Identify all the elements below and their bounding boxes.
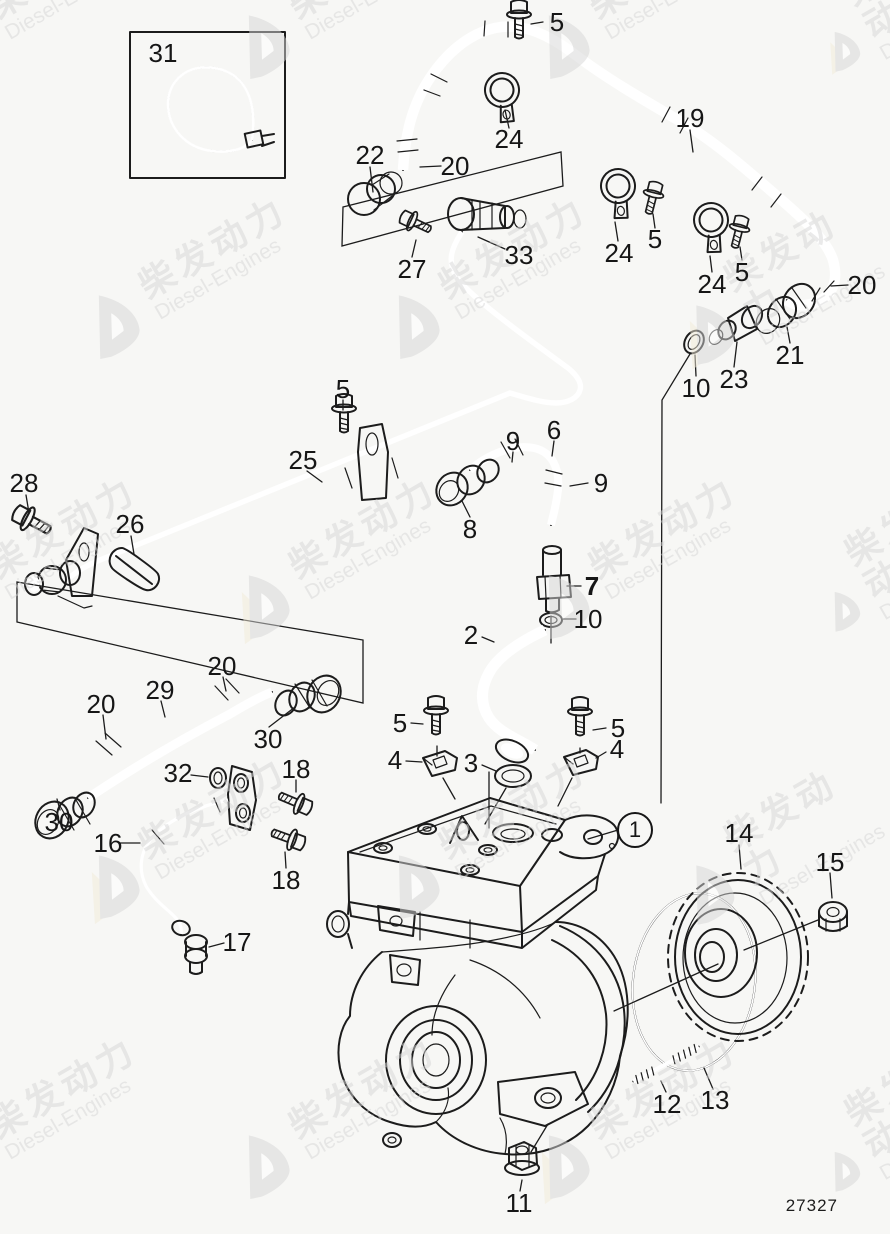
install-axis-lines xyxy=(436,745,581,829)
bolt-5-clamp-b xyxy=(637,178,668,218)
clip-4-right xyxy=(563,749,599,776)
bolt-18-upper xyxy=(274,784,317,820)
connector-21-drawing xyxy=(755,282,817,334)
stud-12-drawing xyxy=(632,1043,700,1085)
nut-15-drawing xyxy=(818,901,848,932)
connector-8-drawing xyxy=(435,458,500,507)
clip-4-left xyxy=(422,750,458,777)
bolt-5-head-left xyxy=(423,695,449,736)
hose-19-drawing xyxy=(396,20,841,311)
clamp-24-c xyxy=(690,199,735,257)
fitting-23-drawing xyxy=(708,304,764,346)
hose-6-drawing xyxy=(467,438,563,526)
clamp-24-installed xyxy=(480,68,528,128)
bracket-plate-drawing xyxy=(227,765,257,831)
seal-3-drawing xyxy=(494,764,532,788)
inset-box-31 xyxy=(129,31,286,179)
bolt-5-pipe-bracket xyxy=(331,393,357,434)
callout-leaders xyxy=(25,21,849,1192)
hose-16-drawing xyxy=(139,797,229,937)
fitting-22-cap-drawing xyxy=(347,171,403,216)
hose-29-drawing xyxy=(85,678,274,802)
compressor-drawing xyxy=(326,797,629,1156)
pipe-33-25-drawing xyxy=(24,197,584,609)
gear-14-drawing xyxy=(613,872,819,1042)
pipe-25-end-fitting xyxy=(24,527,160,609)
nut-11-drawing xyxy=(504,1141,540,1176)
cable-tie-drawing xyxy=(166,66,275,153)
leader-band-top-group xyxy=(341,151,564,247)
bolt-5-head-right xyxy=(567,696,593,737)
group-leader-line-right xyxy=(660,353,691,804)
hose-2-drawing xyxy=(477,625,548,764)
connector-30-right xyxy=(274,674,342,717)
fitting-17-drawing xyxy=(184,934,208,975)
sealing-ring-10-right xyxy=(683,329,705,355)
bolt-18-lower xyxy=(267,821,309,856)
bolt-28 xyxy=(7,499,57,543)
clamp-24-b xyxy=(597,165,642,223)
drawing-number: 27327 xyxy=(785,1196,838,1215)
connector-30-left xyxy=(34,791,96,840)
washer-32-drawing xyxy=(209,767,227,789)
